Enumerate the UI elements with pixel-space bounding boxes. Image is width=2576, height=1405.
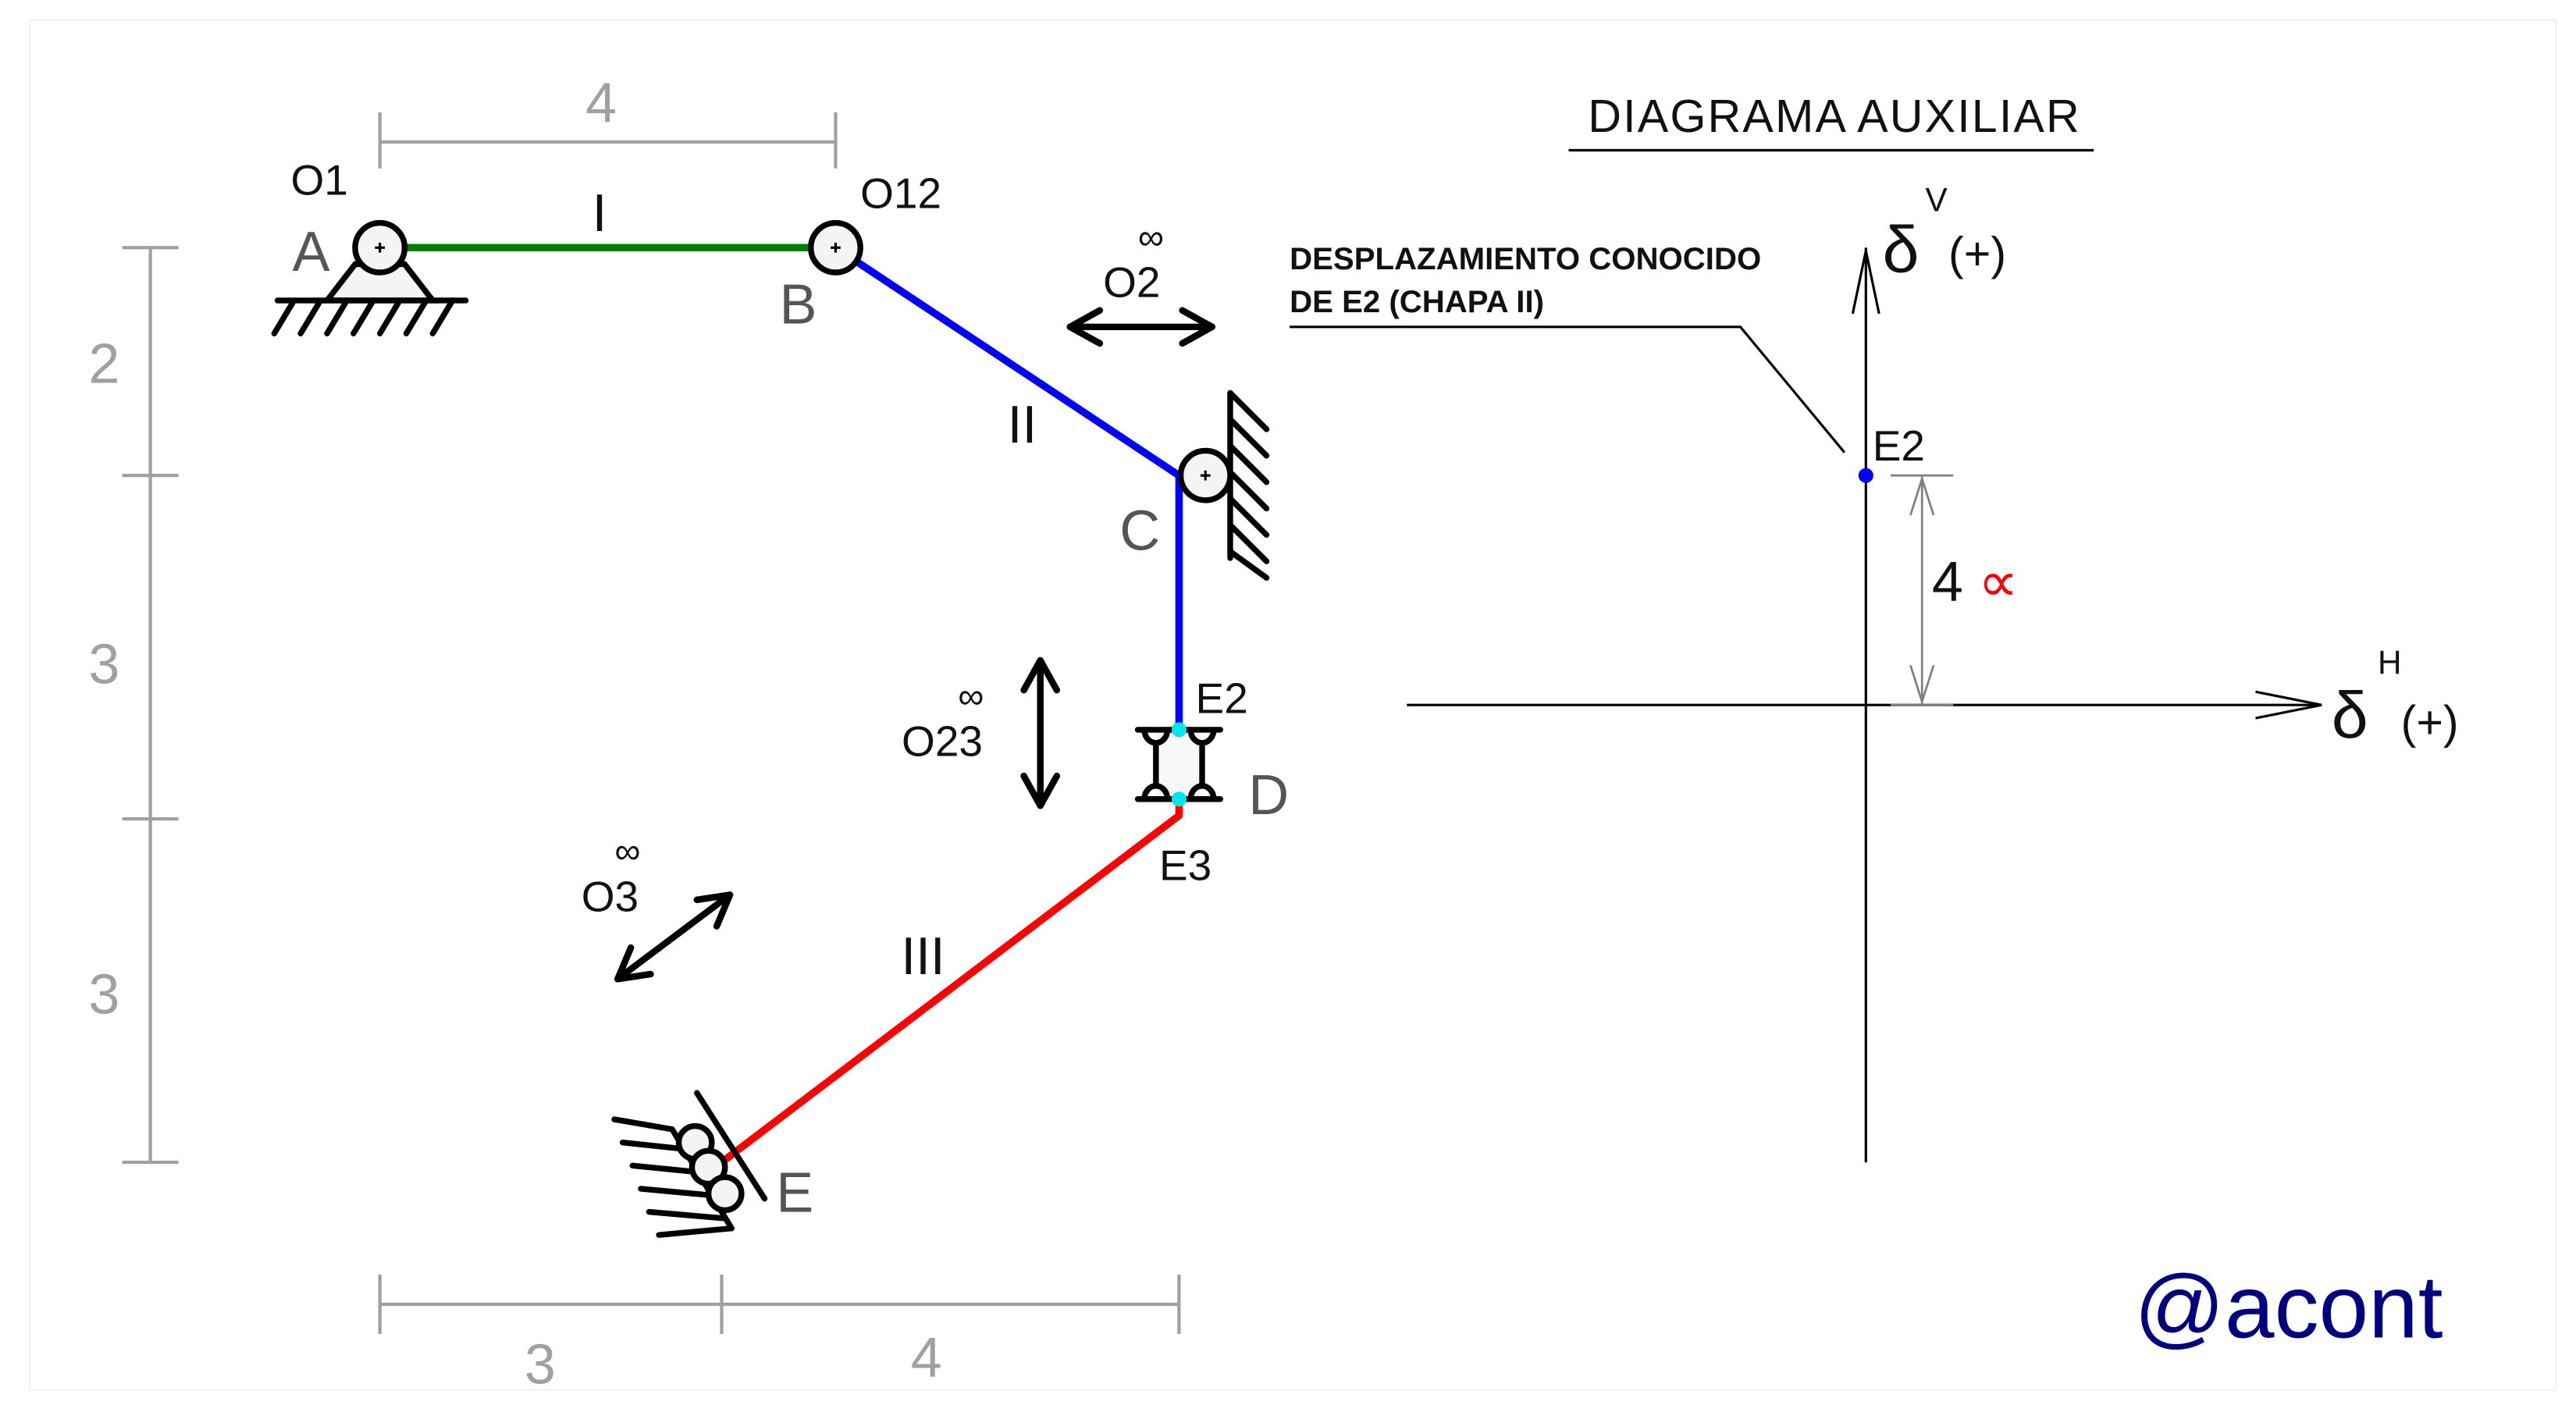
dimension-bottom: 3 4	[378, 1274, 1181, 1396]
dimension-left: 2 3 3	[88, 246, 179, 1165]
displacement-value: 4	[1932, 551, 1963, 614]
dimension-left-2-label: 3	[88, 634, 119, 696]
roller-support-E	[611, 1090, 768, 1238]
pole-O23-infinity: O23 ∞	[902, 656, 1061, 809]
diagram-point-E2	[1858, 468, 1873, 483]
note-line-1: DESPLAZAMIENTO CONOCIDO	[1290, 241, 1761, 276]
v-axis-delta: δ	[1882, 212, 1919, 286]
v-axis-superscript: V	[1925, 182, 1948, 219]
chapa-label-III: III	[901, 927, 945, 986]
hinge-B	[808, 219, 863, 276]
pole-label-O3: O3	[582, 873, 639, 921]
dimension-top-label: 4	[585, 73, 617, 135]
chapa-label-II: II	[1008, 396, 1037, 454]
pole-label-O2: O2	[1103, 258, 1160, 307]
pole-label-O12: O12	[860, 169, 941, 218]
sliding-joint-D	[1134, 722, 1223, 807]
pole-O3-infinity: O3 ∞	[582, 831, 734, 983]
note-leader-line	[1290, 325, 1846, 454]
pole-label-O23: O23	[902, 717, 983, 766]
auxiliary-diagram-title: DIAGRAMA AUXILIAR	[1588, 90, 2081, 142]
node-label-C: C	[1119, 500, 1160, 562]
dimension-bottom-1-label: 3	[525, 1334, 556, 1396]
dimension-bottom-2-label: 4	[911, 1327, 942, 1389]
pin-support-A	[271, 219, 469, 336]
node-label-D: D	[1248, 764, 1289, 827]
node-label-E: E	[776, 1162, 813, 1225]
chapa-label-I: I	[592, 184, 607, 243]
h-axis-delta: δ	[2332, 678, 2368, 752]
h-axis-subscript: (+)	[2401, 695, 2459, 748]
v-axis-subscript: (+)	[1948, 227, 2006, 279]
node-label-B: B	[780, 274, 817, 336]
dimension-top: 4	[378, 73, 838, 169]
horizontal-axis: δ H (+)	[1407, 644, 2459, 752]
node-label-E3: E3	[1159, 841, 1212, 889]
pole-O2-infinity: O2 ∞	[1066, 216, 1215, 347]
double-arrow-horizontal-icon	[1066, 307, 1215, 347]
h-axis-superscript: H	[2378, 644, 2402, 681]
displacement-dimension	[1891, 474, 1954, 706]
pole-label-O1: O1	[290, 156, 347, 205]
dimension-left-1-label: 2	[88, 333, 119, 396]
roller-support-C	[1177, 389, 1270, 582]
brand-signature: @acont	[2134, 1257, 2443, 1357]
dimension-left-3-label: 3	[88, 964, 119, 1026]
infinity-symbol-O2: ∞	[1138, 216, 1164, 257]
node-label-E2: E2	[1196, 674, 1248, 723]
infinity-symbol-O23: ∞	[958, 675, 984, 716]
point-E3	[1171, 791, 1187, 807]
displacement-alpha: ∝	[1978, 551, 2018, 614]
infinity-symbol-O3: ∞	[614, 831, 640, 871]
diagram-point-E2-label: E2	[1873, 422, 1925, 470]
note-line-2: DE E2 (CHAPA II)	[1290, 284, 1544, 319]
vertical-axis: δ V (+)	[1851, 182, 2006, 1163]
node-label-A: A	[293, 221, 330, 283]
point-E2	[1171, 722, 1187, 738]
double-arrow-vertical-icon	[1020, 656, 1061, 809]
double-arrow-diagonal-icon	[614, 891, 734, 983]
